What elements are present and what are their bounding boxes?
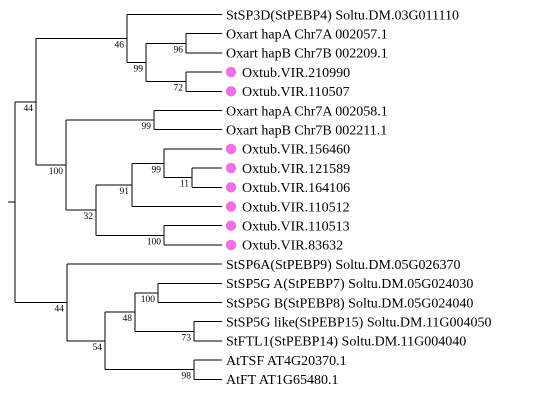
support-value-c14: 73 xyxy=(182,333,192,343)
support-value-c2: 72 xyxy=(174,84,184,94)
marker-dot-l13 xyxy=(225,239,237,251)
leaf-label-l8: Oxtub.VIR.156460 xyxy=(242,143,350,158)
leaf-label-l15: StSP5G A(StPEBP7) Soltu.DM.05G024030 xyxy=(226,277,473,292)
leaf-label-l9: Oxtub.VIR.121589 xyxy=(242,162,350,177)
marker-dot-l12 xyxy=(225,220,237,231)
leaf-label-l4: Oxtub.VIR.210990 xyxy=(242,66,350,81)
leaf-label-l12: Oxtub.VIR.110513 xyxy=(242,220,350,235)
leaf-labels: StSP3D(StPEBP4) Soltu.DM.03G011110Oxart … xyxy=(226,8,492,388)
leaf-markers xyxy=(225,66,237,251)
leaf-label-l11: Oxtub.VIR.110512 xyxy=(242,200,350,215)
support-value-c8: 91 xyxy=(120,187,130,197)
support-value-c15: 48 xyxy=(123,314,133,324)
support-value-c17: 54 xyxy=(93,343,103,353)
marker-dot-l10 xyxy=(225,182,237,193)
support-value-c6: 11 xyxy=(180,180,189,190)
support-value-c1: 96 xyxy=(174,45,184,55)
leaf-label-l13: Oxtub.VIR.83632 xyxy=(242,239,343,254)
marker-dot-l5 xyxy=(225,86,237,97)
marker-dot-l8 xyxy=(225,143,237,155)
marker-dot-l9 xyxy=(225,162,237,174)
support-value-c9: 100 xyxy=(147,237,162,247)
leaf-label-l19: AtTSF AT4G20370.1 xyxy=(226,354,347,369)
support-value-c10: 32 xyxy=(84,212,94,222)
support-value-c12: 44 xyxy=(24,104,34,114)
leaf-label-l16: StSP5G B(StPEBP8) Soltu.DM.05G024040 xyxy=(226,296,473,311)
leaf-label-l5: Oxtub.VIR.110507 xyxy=(242,85,350,100)
leaf-label-l18: StFTL1(StPEBP14) Soltu.DM.11G004040 xyxy=(226,335,466,350)
support-value-c7: 99 xyxy=(152,165,162,175)
marker-dot-l11 xyxy=(225,201,237,212)
leaf-label-l14: StSP6A(StPEBP9) Soltu.DM.05G026370 xyxy=(226,258,461,273)
leaf-label-l10: Oxtub.VIR.164106 xyxy=(242,181,350,196)
support-value-c3: 99 xyxy=(134,65,144,75)
leaf-label-l17: StSP5G like(StPEBP15) Soltu.DM.11G004050 xyxy=(226,316,492,331)
support-value-c13: 100 xyxy=(141,295,156,305)
leaf-label-l3: Oxart hapB Chr7B 002209.1 xyxy=(226,47,388,62)
leaf-label-l6: Oxart hapA Chr7A 002058.1 xyxy=(226,104,388,119)
leaf-label-l1: StSP3D(StPEBP4) Soltu.DM.03G011110 xyxy=(226,8,459,23)
support-values: 96 72 99 46 99 11 99 91 100 32 100 44 100 73 48 98 54 44 xyxy=(24,41,192,382)
tree-branches xyxy=(8,14,222,380)
leaf-label-l7: Oxart hapB Chr7B 002211.1 xyxy=(226,124,387,139)
marker-dot-l4 xyxy=(225,66,237,78)
support-value-c11: 100 xyxy=(49,167,64,177)
support-value-c18: 44 xyxy=(55,305,65,315)
leaf-label-l2: Oxart hapA Chr7A 002057.1 xyxy=(226,28,388,43)
support-value-c4: 46 xyxy=(115,41,125,51)
leaf-label-l20: AtFT AT1G65480.1 xyxy=(226,373,339,388)
support-value-c5: 99 xyxy=(142,122,152,132)
support-value-c16: 98 xyxy=(182,372,192,382)
